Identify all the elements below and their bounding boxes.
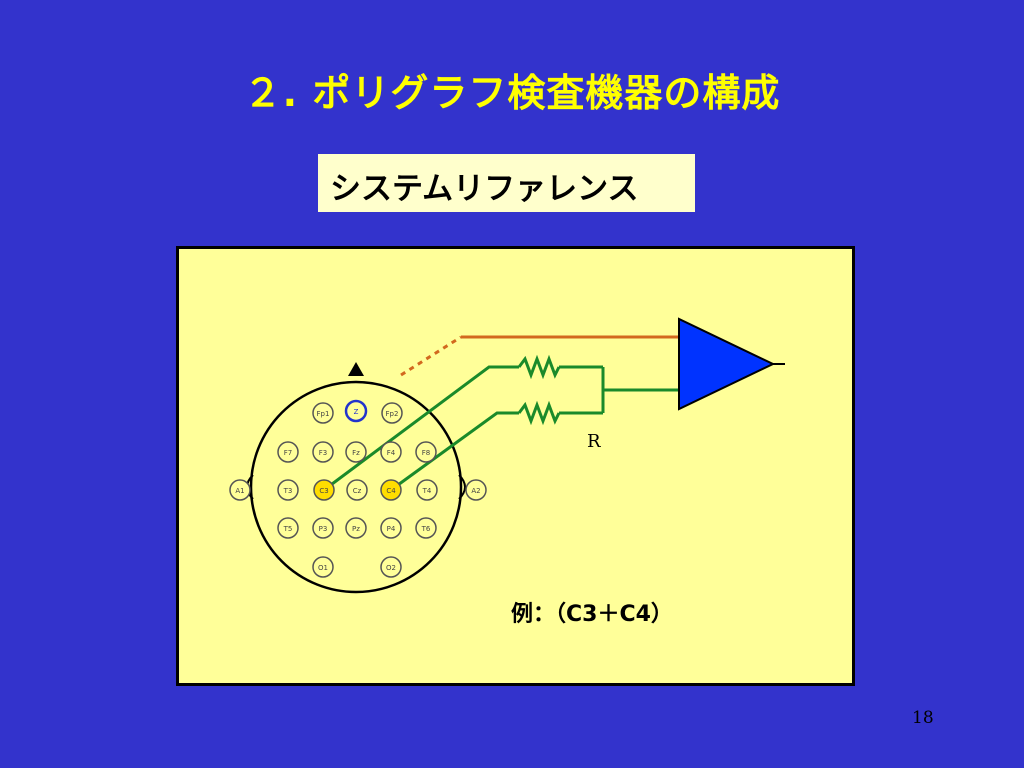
electrode-f3-marker — [312, 441, 334, 463]
c3-wire — [323, 365, 519, 492]
electrode-t5-label: T5 — [283, 525, 293, 533]
electrode-o1: O1 — [312, 556, 334, 578]
electrode-p3-label: P3 — [319, 525, 328, 533]
electrode-t4: T4 — [416, 479, 438, 501]
amplifier-icon — [678, 317, 776, 411]
electrode-c3-label: C3 — [319, 487, 328, 495]
electrode-fz-marker — [345, 441, 367, 463]
electrode-p4-label: P4 — [387, 525, 396, 533]
subtitle-box: システムリファレンス — [318, 154, 695, 212]
electrode-z: Z — [344, 399, 368, 423]
electrode-t6-marker — [415, 517, 437, 539]
electrode-c3-marker — [313, 479, 335, 501]
electrode-f7-marker — [277, 441, 299, 463]
resistor-label: R — [587, 431, 601, 452]
nose-marker — [348, 362, 364, 376]
electrode-f3-label: F3 — [319, 449, 327, 457]
electrode-t4-label: T4 — [422, 487, 432, 495]
electrode-fp1: Fp1 — [312, 402, 334, 424]
electrode-a1-marker — [229, 479, 251, 501]
page-title: ２. ポリグラフ検査機器の構成 — [243, 71, 781, 115]
electrode-f8: F8 — [415, 441, 437, 463]
electrode-f7: F7 — [277, 441, 299, 463]
electrode-fp1-label: Fp1 — [317, 410, 330, 418]
example-label: 例：（C3＋C4） — [511, 602, 673, 627]
right-ear — [458, 474, 466, 500]
resistor-lower — [517, 400, 561, 426]
reference-wire-dashed — [400, 335, 462, 377]
electrode-f8-label: F8 — [422, 449, 430, 457]
electrode-a2-marker — [465, 479, 487, 501]
electrode-o1-marker — [312, 556, 334, 578]
electrode-c3: C3 — [313, 479, 335, 501]
electrode-cz-label: Cz — [353, 487, 362, 495]
electrode-f7-label: F7 — [284, 449, 292, 457]
electrode-z-label: Z — [354, 408, 359, 416]
electrode-o2-label: O2 — [386, 564, 396, 572]
electrode-t5: T5 — [277, 517, 299, 539]
electrode-o2: O2 — [380, 556, 402, 578]
electrode-t3-label: T3 — [283, 487, 293, 495]
electrode-pz: Pz — [345, 517, 367, 539]
head-outline — [249, 380, 463, 594]
electrode-cz: Cz — [346, 479, 368, 501]
electrode-c4: C4 — [380, 479, 402, 501]
electrode-fp2-marker — [381, 402, 403, 424]
electrode-fz-label: Fz — [352, 449, 360, 457]
electrode-f4-label: F4 — [387, 449, 396, 457]
electrode-pz-label: Pz — [352, 525, 360, 533]
electrode-fp2-label: Fp2 — [386, 410, 399, 418]
electrode-a2: A2 — [465, 479, 487, 501]
page-number: 18 — [912, 708, 934, 728]
electrode-f4: F4 — [380, 441, 402, 463]
electrode-t5-marker — [277, 517, 299, 539]
subtitle-text: システムリファレンス — [330, 171, 639, 207]
electrode-a1: A1 — [229, 479, 251, 501]
c4-wire — [390, 411, 519, 492]
electrode-o2-marker — [380, 556, 402, 578]
electrode-f4-marker — [380, 441, 402, 463]
electrode-p4-marker — [380, 517, 402, 539]
electrode-p4: P4 — [380, 517, 402, 539]
electrode-fp2: Fp2 — [381, 402, 403, 424]
electrode-p3: P3 — [312, 517, 334, 539]
electrode-f3: F3 — [312, 441, 334, 463]
electrode-f8-marker — [415, 441, 437, 463]
electrode-a1-label: A1 — [235, 487, 244, 495]
electrode-pz-marker — [345, 517, 367, 539]
electrode-t3-marker — [277, 479, 299, 501]
electrode-c4-marker — [380, 479, 402, 501]
electrode-t6-label: T6 — [421, 525, 431, 533]
electrode-fz: Fz — [345, 441, 367, 463]
electrode-a2-label: A2 — [471, 487, 480, 495]
electrode-cz-marker — [346, 479, 368, 501]
electrode-o1-label: O1 — [318, 564, 328, 572]
electrode-t4-marker — [416, 479, 438, 501]
electrode-t6: T6 — [415, 517, 437, 539]
electrode-z-marker — [344, 399, 368, 423]
resistor-upper — [517, 354, 561, 380]
electrode-t3: T3 — [277, 479, 299, 501]
electrode-fp1-marker — [312, 402, 334, 424]
electrode-p3-marker — [312, 517, 334, 539]
electrode-c4-label: C4 — [386, 487, 396, 495]
